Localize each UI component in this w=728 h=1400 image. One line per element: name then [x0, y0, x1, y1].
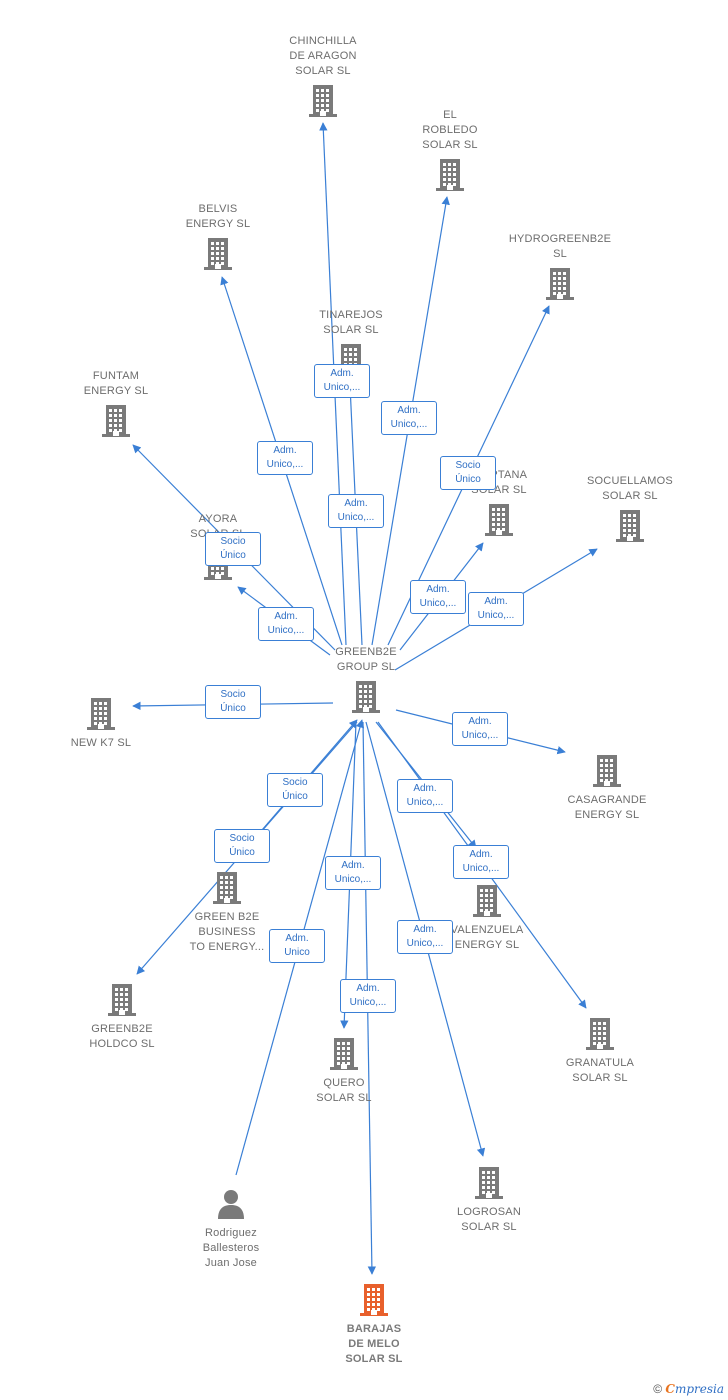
node-label: CASAGRANDE ENERGY SL	[567, 794, 647, 821]
edge-label-logrosan[interactable]: Adm. Unico,...	[397, 920, 453, 954]
node-label: BARAJAS DE MELO SOLAR SL	[345, 1323, 403, 1365]
edge-label-robledo[interactable]: Adm. Unico,...	[381, 401, 437, 435]
node-label: SOCUELLAMOS SOLAR SL	[587, 475, 673, 502]
footer-brand: © Cmpresia	[653, 1382, 724, 1396]
node-label: TINAREJOS SOLAR SL	[319, 309, 383, 336]
edge-label-ayora[interactable]: Adm. Unico,...	[258, 607, 314, 641]
edge-label-valenzuela[interactable]: Adm. Unico,...	[397, 779, 453, 813]
node-label: CHINCHILLA DE ARAGON SOLAR SL	[289, 35, 357, 77]
node-label: NEW K7 SL	[70, 737, 132, 749]
edge-label-chinchilla[interactable]: Adm. Unico,...	[314, 364, 370, 398]
edge-label-rodriguez[interactable]: Adm. Unico	[269, 929, 325, 963]
node-label: VALENZUELA ENERGY SL	[450, 924, 524, 951]
edge-label-belvis[interactable]: Adm. Unico,...	[257, 441, 313, 475]
edge-label-funtam[interactable]: Socio Único	[205, 532, 261, 566]
node-label: HYDROGREENB2E SL	[508, 233, 612, 260]
node-label: LOGROSAN SOLAR SL	[457, 1206, 521, 1233]
brand-logo[interactable]: Cmpresia	[665, 1382, 724, 1396]
node-label: GREENB2E HOLDCO SL	[89, 1023, 155, 1050]
node-label: QUERO SOLAR SL	[316, 1077, 372, 1104]
edge-label-criptana[interactable]: Adm. Unico,...	[410, 580, 466, 614]
edge-label-newk7[interactable]: Socio Único	[205, 685, 261, 719]
node-label: BELVIS ENERGY SL	[185, 203, 251, 230]
node-label: Rodriguez Ballesteros Juan Jose	[202, 1227, 260, 1269]
node-label: GREEN B2E BUSINESS TO ENERGY...	[189, 911, 265, 953]
node-label: GREENB2E GROUP SL	[335, 646, 397, 673]
edge-label-quero[interactable]: Adm. Unico,...	[325, 856, 381, 890]
node-label: EL ROBLEDO SOLAR SL	[422, 109, 478, 151]
edge-label-casagrande[interactable]: Adm. Unico,...	[452, 712, 508, 746]
edge-label-b2b[interactable]: Socio Único	[267, 773, 323, 807]
edge-label-barajas[interactable]: Adm. Unico,...	[340, 979, 396, 1013]
edge-label-holdco[interactable]: Socio Único	[214, 829, 270, 863]
copyright-symbol: ©	[653, 1382, 663, 1396]
edge-label-tinarejos[interactable]: Adm. Unico,...	[328, 494, 384, 528]
edge-label-granatula[interactable]: Adm. Unico,...	[453, 845, 509, 879]
edge-label-hydro[interactable]: Socio Único	[440, 456, 496, 490]
node-label: GRANATULA SOLAR SL	[565, 1057, 635, 1084]
node-label: FUNTAM ENERGY SL	[83, 370, 149, 397]
edge-label-socuellamos[interactable]: Adm. Unico,...	[468, 592, 524, 626]
